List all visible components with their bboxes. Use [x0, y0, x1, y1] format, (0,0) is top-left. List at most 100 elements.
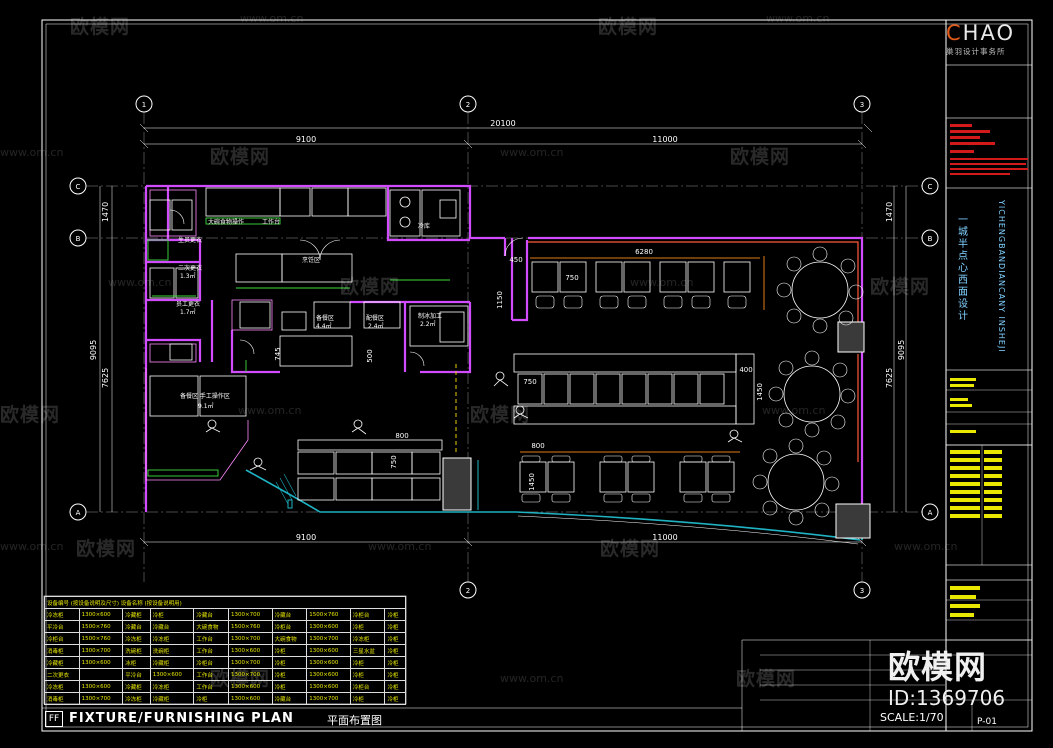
schedule-cell: 1300×600 [306, 644, 351, 657]
schedule-cell: 平冷台 [44, 620, 80, 633]
axis-label: 3 [860, 101, 864, 109]
schedule-cell: 冷柜 [271, 680, 308, 693]
schedule-cell: 冷柜 [384, 656, 406, 669]
watermark-url: www.om.cn [500, 146, 564, 159]
schedule-cell: 冷柜 [384, 692, 406, 705]
schedule-cell: 二次更衣 [44, 668, 80, 681]
dimension-text: 400 [739, 366, 752, 374]
kitchen-equipment [149, 187, 469, 417]
banquette [520, 256, 765, 453]
notes-red [950, 124, 1028, 175]
axis-label: C [928, 183, 933, 191]
dimension-text: 11000 [652, 135, 677, 144]
title-block-fields [950, 378, 1002, 617]
dimension-text: 7625 [885, 368, 894, 388]
schedule-cell: 消毒柜 [44, 644, 80, 657]
watermark-url: www.om.cn [240, 12, 304, 25]
brand-subtitle: 巢羽设计事务所 [946, 47, 1006, 56]
schedule-cell: 冷柜 [384, 644, 406, 657]
schedule-cell: 冷柜 [349, 668, 386, 681]
schedule-cell: 冷柜 [193, 692, 229, 705]
room-label: 2.2㎡ [420, 320, 436, 328]
axis-label: 1 [142, 101, 146, 109]
schedule-cell: 冷冻柜 [349, 632, 386, 645]
dimension-text: 750 [565, 274, 578, 282]
scale-label: SCALE:1/70 [880, 711, 944, 724]
dimension-text: 9095 [897, 340, 906, 360]
schedule-cell: 1300×600 [228, 692, 273, 705]
watermark-url: www.om.cn [894, 540, 958, 553]
schedule-cell: 1500×760 [228, 620, 273, 633]
dimension-text: 745 [274, 347, 282, 360]
schedule-cell: 冷柜台 [193, 656, 229, 669]
schedule-cell: 1300×600 [78, 608, 124, 621]
schedule-cell: 冷柜 [384, 608, 406, 621]
schedule-cell: 冷冻柜 [149, 680, 195, 693]
schedule-cell: 冷藏台 [271, 692, 308, 705]
schedule-cell: 1500×760 [78, 632, 124, 645]
project-name-en: YICHENGBANDIANCANY INSHEJI [997, 200, 1006, 353]
schedule-cell: 工作台 [193, 632, 229, 645]
hatch [275, 473, 297, 505]
schedule-cell: 冷藏柜 [44, 656, 80, 669]
schedule-cell: 冷柜 [384, 620, 406, 633]
round-table-chairs [752, 246, 864, 526]
schedule-cell: 1300×600 [228, 680, 273, 693]
project-name-cn: 一城半点心西面设计 [958, 215, 968, 322]
schedule-cell: 1300×600 [306, 656, 351, 669]
schedule-cell: 大碗食物 [193, 620, 229, 633]
schedule-cell: 冷柜 [384, 632, 406, 645]
dining-tables [297, 261, 755, 501]
room-label: 4.4㎡ [316, 322, 332, 330]
storefront [245, 469, 863, 541]
room-label: 备餐区 手工操作区 [180, 392, 230, 400]
dimension-text: 6280 [635, 248, 653, 256]
dimension-text: 800 [531, 442, 544, 450]
schedule-cell: 工作台 [193, 644, 229, 657]
schedule-cell: 冷柜 [384, 680, 406, 693]
dimension-text: 500 [366, 349, 374, 362]
dimension-text: 750 [390, 455, 398, 468]
watermark-url: www.om.cn [238, 404, 302, 417]
schedule-cell: 大碗食物 [271, 632, 308, 645]
schedule-cell: 冷柜 [349, 692, 386, 705]
sheet-code: FF [45, 711, 63, 727]
schedule-cell: 1500×760 [306, 608, 351, 621]
room-label: 烹饪区 [302, 256, 320, 264]
schedule-cell: 冷冻柜 [44, 608, 80, 621]
axis-label: 3 [860, 587, 864, 595]
plan-title-cn: 平面布置图 [327, 714, 382, 727]
schedule-cell: 冰柜 [122, 656, 151, 669]
room-label: 制冰加工 [418, 312, 442, 320]
round-tables [767, 261, 849, 511]
axis-label: A [76, 509, 81, 517]
schedule-cell: 1500×760 [78, 620, 124, 633]
schedule-cell: 冷藏柜 [149, 692, 195, 705]
schedule-cell: 1300×700 [228, 608, 273, 621]
schedule-cell: 冷冻柜 [149, 632, 195, 645]
schedule-cell: 冷藏台 [149, 620, 195, 633]
axis-label: 2 [466, 101, 470, 109]
watermark-url: www.om.cn [0, 146, 64, 159]
room-label: 配餐区 [366, 314, 384, 322]
schedule-cell: 工作台 [193, 680, 229, 693]
schedule-cell: 洗碗柜 [149, 644, 195, 657]
axis-label: B [928, 235, 933, 243]
schedule-cell: 冷柜 [271, 644, 308, 657]
room-label: 备餐区 [316, 314, 334, 322]
dimension-text: 800 [395, 432, 408, 440]
title-block-lines [760, 389, 1032, 731]
schedule-cell: 冷藏台 [122, 620, 151, 633]
watermark-id: ID:1369706 [888, 686, 1006, 710]
dimension-text: 1150 [496, 291, 504, 309]
schedule-cell: 洗碗柜 [122, 644, 151, 657]
schedule-cell: 1300×700 [228, 632, 273, 645]
dimension-text: 20100 [490, 119, 515, 128]
room-label: 9.1㎡ [198, 402, 214, 410]
watermark-url: www.om.cn [500, 672, 564, 685]
